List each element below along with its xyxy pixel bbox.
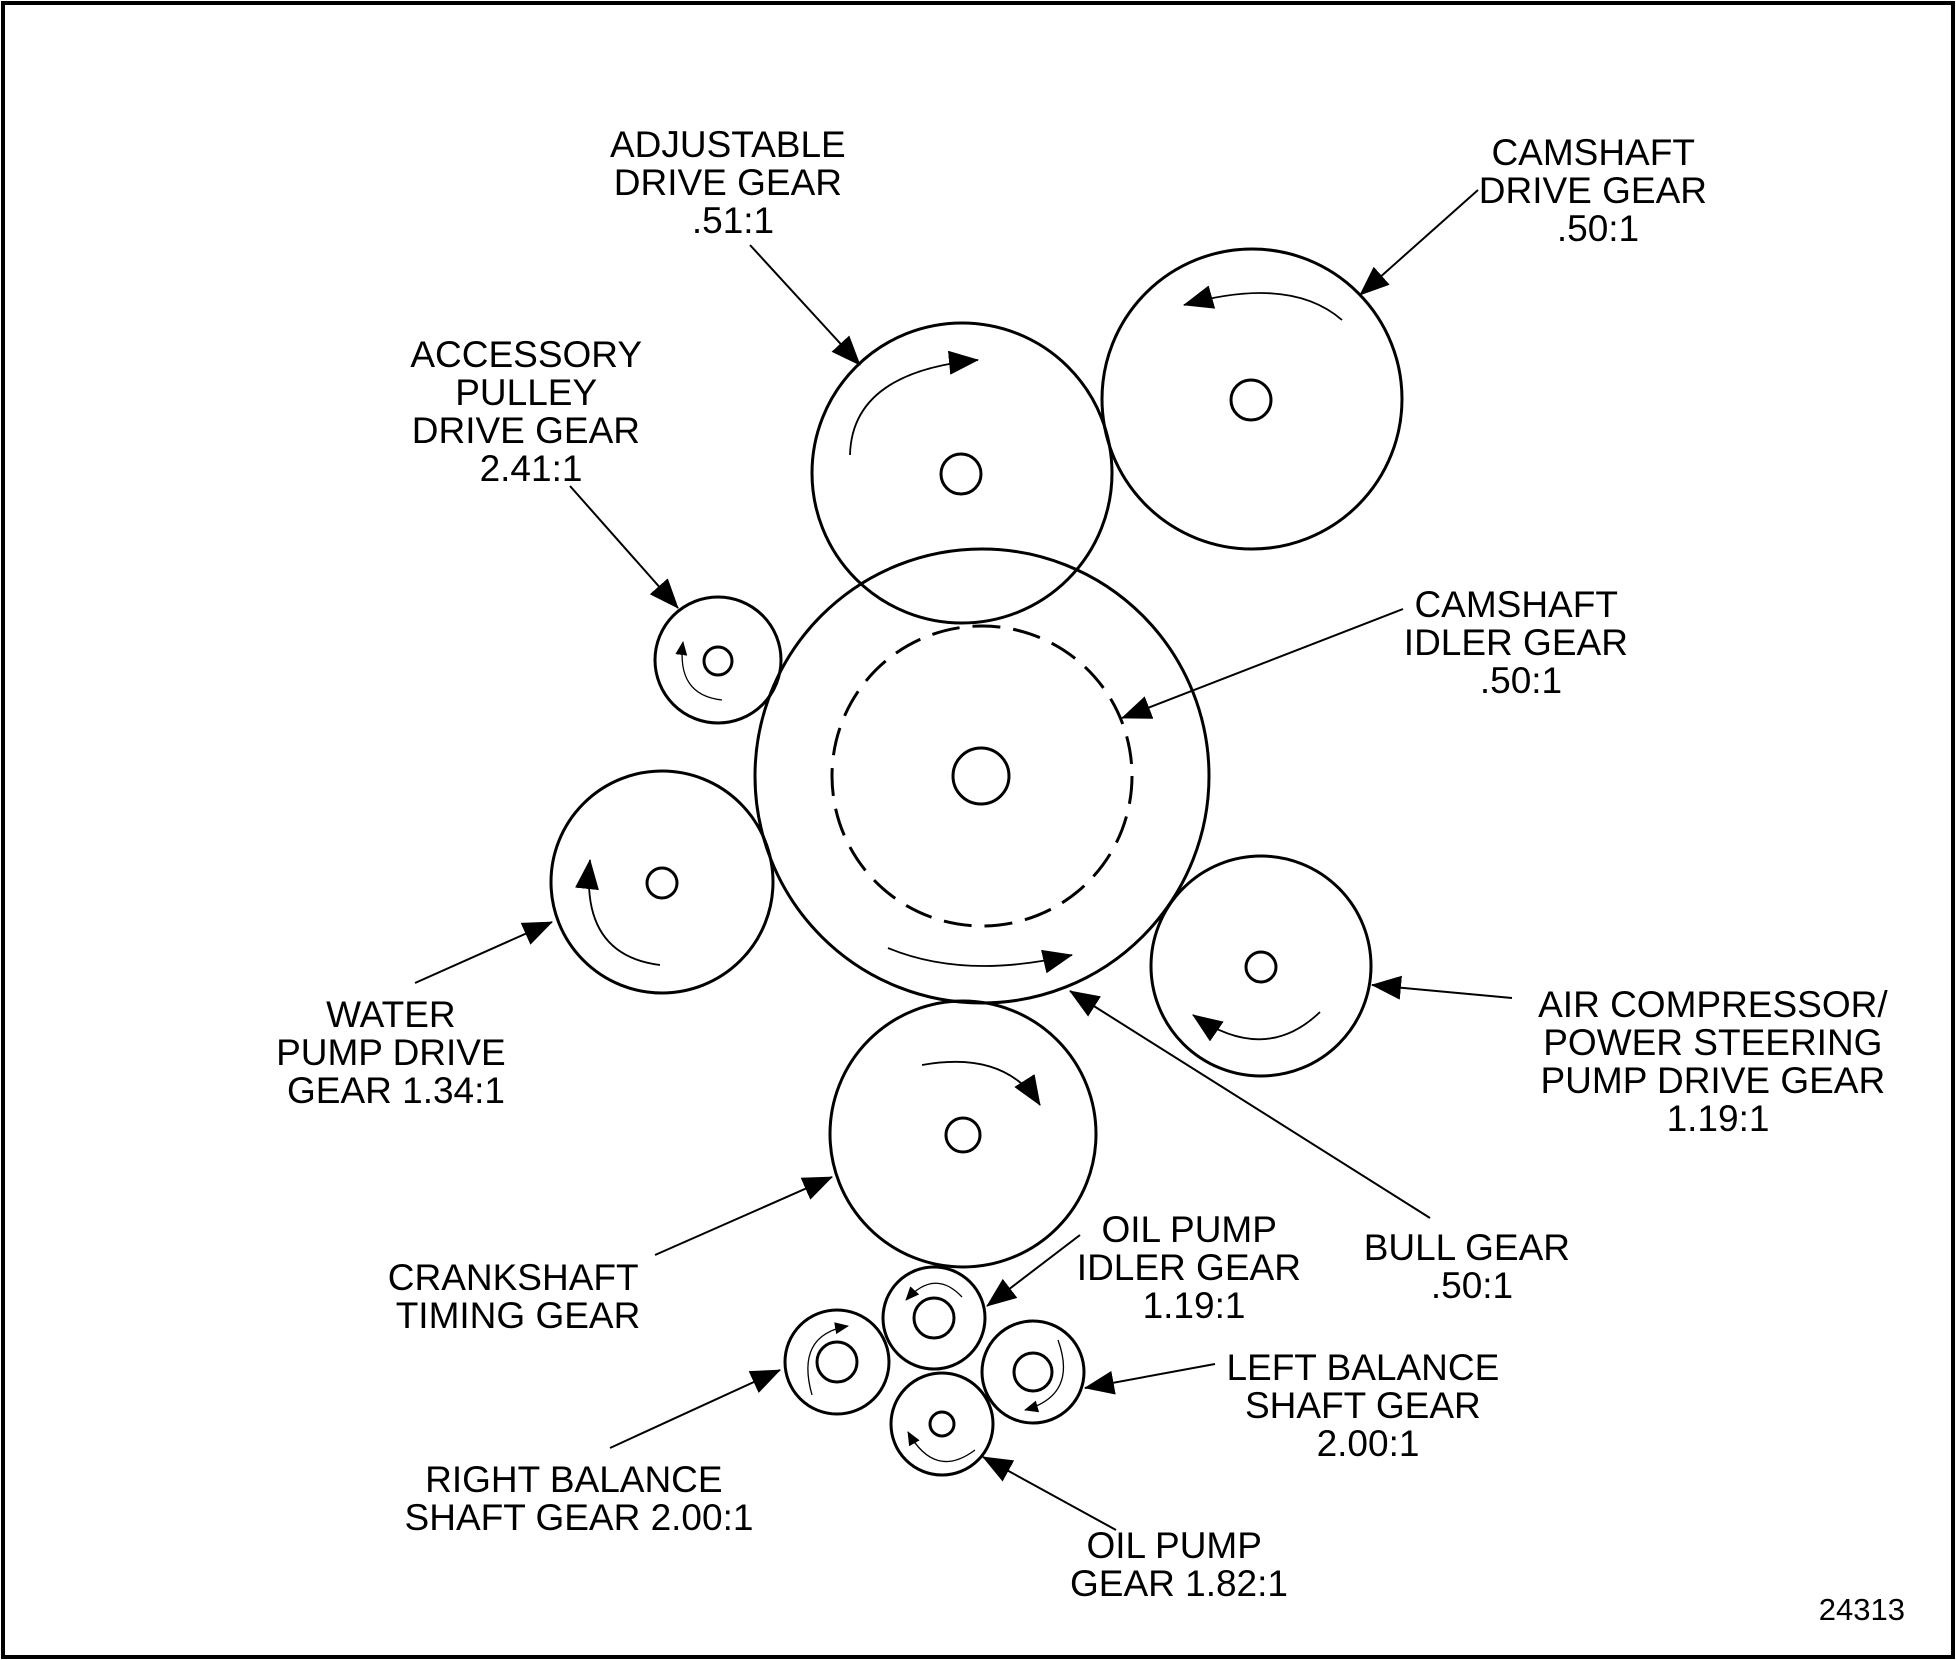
label-air-compressor-power-steering-pump-drive-gear: AIR COMPRESSOR/ POWER STEERING PUMP DRIV… <box>1538 984 1898 1139</box>
label-adjustable-drive-gear: ADJUSTABLE DRIVE GEAR .51:1 <box>610 124 856 241</box>
bull-gear <box>753 547 1211 1005</box>
crankshaft-timing-gear <box>828 999 1098 1269</box>
oil-pump-idler-gear <box>881 1265 987 1371</box>
right-balance-shaft-gear <box>783 1308 891 1416</box>
leader-adjustable-drive-gear <box>749 244 861 366</box>
label-left-balance-shaft-gear: LEFT BALANCE SHAFT GEAR 2.00:1 <box>1226 1347 1509 1464</box>
figure-number: 24313 <box>1819 1592 1905 1627</box>
label-water-pump-drive-gear: WATER PUMP DRIVE GEAR 1.34:1 <box>276 994 516 1111</box>
leader-oil-pump-idler-gear <box>986 1234 1081 1307</box>
label-bull-gear: BULL GEAR .50:1 <box>1364 1227 1581 1306</box>
leader-oil-pump-gear <box>982 1456 1117 1531</box>
leader-camshaft-drive-gear <box>1359 189 1479 296</box>
leader-bull-gear <box>1069 990 1431 1219</box>
camshaft-drive-gear <box>1100 247 1404 551</box>
label-camshaft-drive-gear: CAMSHAFT DRIVE GEAR .50:1 <box>1479 132 1718 249</box>
leader-water-pump-drive-gear <box>414 921 553 984</box>
water-pump-drive-gear <box>549 769 775 995</box>
oil-pump-gear <box>889 1371 995 1477</box>
label-right-balance-shaft-gear: RIGHT BALANCE SHAFT GEAR 2.00:1 <box>405 1459 754 1538</box>
label-accessory-pulley-drive-gear: ACCESSORY PULLEY DRIVE GEAR 2.41:1 <box>410 334 651 489</box>
label-oil-pump-gear: OIL PUMP GEAR 1.82:1 <box>1070 1525 1288 1604</box>
label-oil-pump-idler-gear: OIL PUMP IDLER GEAR 1.19:1 <box>1077 1209 1311 1326</box>
leader-accessory-pulley-drive-gear <box>569 485 679 609</box>
label-camshaft-idler-gear: CAMSHAFT IDLER GEAR .50:1 <box>1404 584 1638 701</box>
label-crankshaft-timing-gear: CRANKSHAFT TIMING GEAR <box>388 1257 648 1336</box>
air-compressor-power-steering-pump-drive-gear <box>1149 854 1373 1078</box>
leader-right-balance-shaft-gear <box>609 1369 781 1449</box>
left-balance-shaft-gear <box>980 1319 1086 1425</box>
leader-crankshaft-timing-gear <box>654 1176 833 1256</box>
leader-camshaft-idler-gear <box>1121 608 1404 719</box>
camshaft-idler-gear-outline <box>830 624 1134 928</box>
leader-air-compressor-gear <box>1371 975 1513 1000</box>
leader-left-balance-shaft-gear <box>1084 1363 1216 1395</box>
accessory-pulley-drive-gear <box>653 595 783 725</box>
adjustable-drive-gear <box>810 321 1114 625</box>
